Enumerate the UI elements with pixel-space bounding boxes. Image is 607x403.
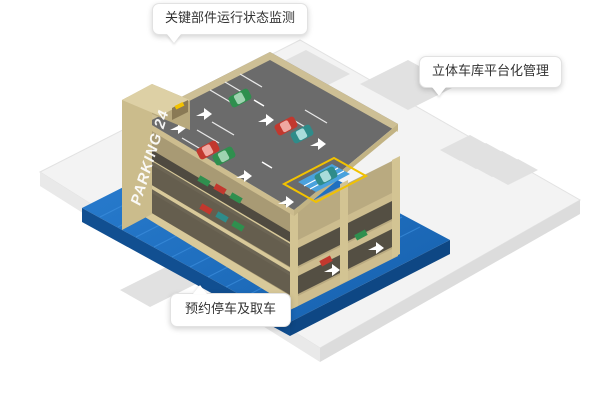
callout-tail [193, 285, 207, 294]
callout-booking-text: 预约停车及取车 [185, 302, 277, 317]
lower-level-arrows [324, 242, 384, 276]
garage-building [122, 52, 400, 310]
callout-monitoring-text: 关键部件运行状态监测 [165, 11, 296, 26]
lower-level-cars [197, 175, 368, 267]
roof-cars [196, 88, 338, 186]
callout-platform-text: 立体车库平台化管理 [432, 64, 550, 79]
callout-monitoring: 关键部件运行状态监测 [152, 3, 309, 43]
street-markings [120, 50, 538, 307]
callout-booking: 预约停车及取车 [170, 285, 292, 327]
callout-platform: 立体车库平台化管理 [419, 56, 563, 96]
sign-tower [122, 84, 190, 230]
callout-tail [432, 87, 446, 96]
callout-tail [167, 34, 181, 43]
